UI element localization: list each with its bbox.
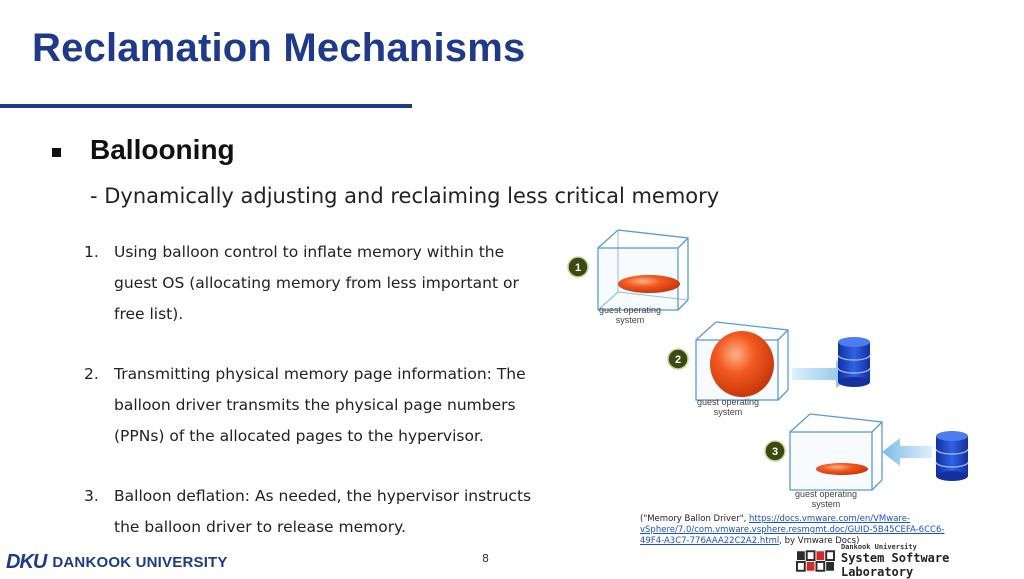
slide-title: Reclamation Mechanisms	[32, 26, 526, 70]
arrow-from-hypervisor	[882, 438, 932, 466]
lab-line1: Dankook University	[840, 543, 917, 551]
bullet-square	[52, 148, 61, 157]
guest-os-label-2b: system	[714, 407, 743, 417]
list-item-number: 2.	[84, 365, 99, 383]
guest-os-cube-2	[695, 321, 789, 401]
balloon-inflated	[710, 331, 774, 397]
lab-line2: System Software Laboratory	[840, 551, 950, 579]
step-badge-1: 1	[567, 256, 589, 278]
guest-os-cube-3	[789, 413, 883, 491]
ballooning-diagram: 1 guest operating system 2 guest operati…	[567, 229, 969, 509]
lab-name: Dankook University System Software Labor…	[841, 543, 1024, 579]
svg-text:2: 2	[675, 354, 681, 366]
guest-os-label-3: guest operating	[795, 489, 857, 499]
svg-text:3: 3	[772, 446, 778, 458]
university-logo: DKU DANKOOK UNIVERSITY	[6, 550, 228, 574]
balloon-deflated	[816, 463, 868, 475]
database-icon	[935, 431, 969, 481]
guest-os-label-1b: system	[616, 315, 645, 325]
lab-mark-icon	[796, 550, 835, 572]
title-underline	[0, 104, 412, 108]
citation-suffix: , by Vmware Docs)	[779, 536, 860, 546]
guest-os-label-3b: system	[812, 499, 841, 509]
svg-text:1: 1	[575, 262, 581, 274]
university-name: DANKOOK UNIVERSITY	[52, 553, 228, 571]
list-item: 2. Transmitting physical memory page inf…	[84, 359, 544, 452]
section-subtitle: - Dynamically adjusting and reclaiming l…	[90, 184, 720, 208]
list-item-text: Transmitting physical memory page inform…	[114, 365, 526, 445]
guest-os-cube-1	[597, 229, 689, 311]
step-badge-3: 3	[764, 440, 786, 462]
citation-prefix: ("Memory Ballon Driver",	[640, 514, 750, 524]
list-item: 1. Using balloon control to inflate memo…	[84, 237, 544, 330]
section-heading: Ballooning	[90, 134, 235, 165]
lab-logo: Dankook University System Software Labor…	[796, 543, 1024, 579]
list-item-number: 3.	[84, 487, 99, 505]
citation-link[interactable]: https://docs.vmware.com/en/VMware-vSpher…	[640, 514, 945, 546]
step-badge-2: 2	[667, 348, 689, 370]
list-item-number: 1.	[84, 243, 99, 261]
list-item-text: Balloon deflation: As needed, the hyperv…	[114, 487, 532, 536]
guest-os-label-2: guest operating	[697, 397, 759, 407]
figure-citation: ("Memory Ballon Driver", https://docs.vm…	[640, 514, 960, 547]
list-item: 3. Balloon deflation: As needed, the hyp…	[84, 481, 544, 543]
balloon-small	[618, 275, 680, 293]
university-mark: DKU	[6, 550, 47, 573]
guest-os-label-1: guest operating	[599, 305, 661, 315]
steps-list: 1. Using balloon control to inflate memo…	[84, 237, 544, 543]
list-item-text: Using balloon control to inflate memory …	[114, 243, 519, 323]
database-icon	[837, 337, 871, 387]
page-number: 8	[482, 552, 489, 565]
